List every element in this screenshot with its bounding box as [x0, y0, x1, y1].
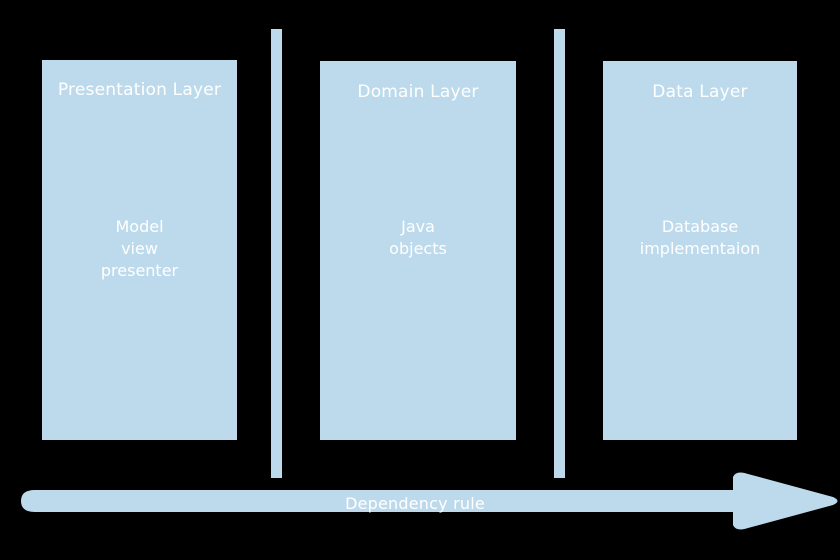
- layer-body-line: objects: [389, 239, 447, 258]
- layer-body-line: view: [121, 239, 158, 258]
- layer-box-presentation[interactable]: Presentation Layer Model view presenter: [42, 60, 237, 440]
- layer-title-presentation: Presentation Layer: [57, 80, 222, 100]
- layer-body-domain: Java objects: [320, 216, 516, 260]
- layer-body-line: presenter: [100, 261, 179, 280]
- layer-body-line: implementaion: [639, 239, 761, 258]
- dependency-rule-arrow: [0, 470, 840, 540]
- layer-body-data: Database implementaion: [603, 216, 797, 260]
- layer-body-line: Database: [661, 217, 739, 236]
- layer-body-presentation: Model view presenter: [42, 216, 237, 282]
- layer-box-domain[interactable]: Domain Layer Java objects: [320, 61, 516, 440]
- layer-title-domain: Domain Layer: [357, 82, 479, 102]
- separator-bar-1: [271, 29, 282, 478]
- layer-body-line: Java: [401, 217, 435, 236]
- arrow-icon: [21, 472, 838, 530]
- separator-bar-2: [554, 29, 565, 478]
- layer-title-data: Data Layer: [652, 82, 748, 102]
- layer-box-data[interactable]: Data Layer Database implementaion: [603, 61, 797, 440]
- layer-body-line: Model: [115, 217, 164, 236]
